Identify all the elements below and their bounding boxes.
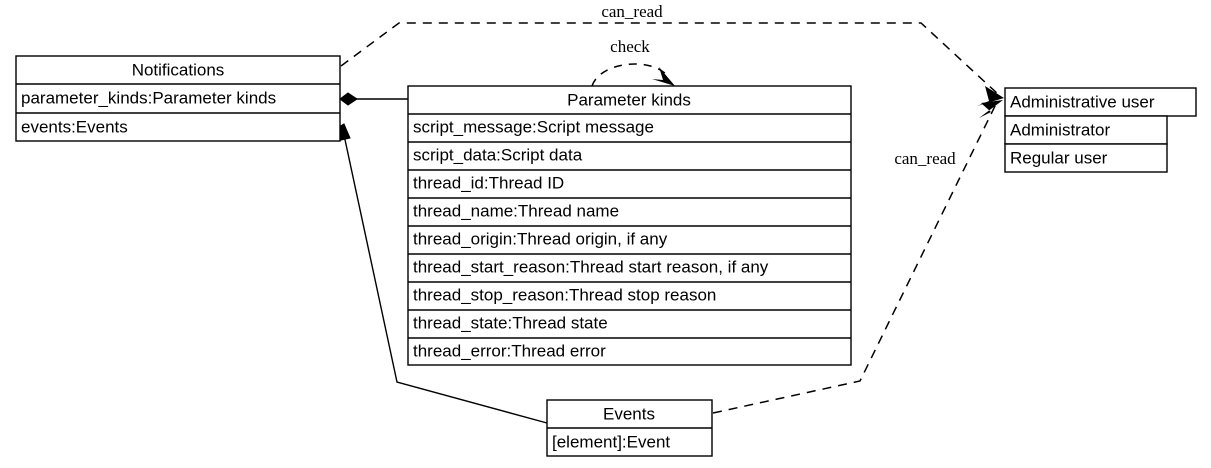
arrowhead-icon <box>977 86 1004 106</box>
class-title-parameter-kinds: Parameter kinds <box>567 90 691 109</box>
class-box-administrative-user[interactable]: Administrative user Administrator Regula… <box>1004 87 1197 173</box>
edge-can-read-top-line <box>340 22 1000 96</box>
class-attribute: parameter_kinds:Parameter kinds <box>21 88 276 107</box>
edge-composition-line-events <box>343 134 548 424</box>
class-box-notifications[interactable]: Notifications parameter_kinds:Parameter … <box>15 55 341 142</box>
edge-label-can-read-right: can_read <box>894 149 956 168</box>
class-attribute: thread_error:Thread error <box>413 341 606 360</box>
edge-label-check: check <box>610 37 650 56</box>
edge-check-arc <box>591 63 669 87</box>
class-box-administrative-user-row <box>1004 143 1168 173</box>
edge-can-read-right-line <box>712 103 997 414</box>
class-attribute: thread_start_reason:Thread start reason,… <box>413 257 769 276</box>
arrowhead-icon <box>652 67 675 86</box>
edge-notifications-owns-parameter-kinds[interactable] <box>339 92 408 106</box>
class-attribute: thread_state:Thread state <box>413 313 608 332</box>
class-title-notifications: Notifications <box>132 60 225 79</box>
class-attribute: thread_name:Thread name <box>413 201 619 220</box>
edge-events-can-read-administrative-user[interactable]: can_read <box>712 100 1003 414</box>
class-attribute: script_data:Script data <box>413 145 583 164</box>
class-attribute: [element]:Event <box>552 432 670 451</box>
arrowhead-icon <box>979 100 1003 118</box>
class-attribute: thread_stop_reason:Thread stop reason <box>413 285 716 304</box>
class-box-notifications-frame <box>15 55 341 142</box>
class-attribute: events:Events <box>21 117 128 136</box>
edge-parameter-kinds-check-self-loop[interactable]: check <box>591 37 675 87</box>
class-box-administrative-user-row <box>1004 115 1168 145</box>
edge-notifications-can-read-administrative-user[interactable]: can_read <box>340 2 1004 106</box>
class-attribute: thread_origin:Thread origin, if any <box>413 229 668 248</box>
edge-label-can-read-top: can_read <box>601 2 663 21</box>
class-box-parameter-kinds[interactable]: Parameter kinds script_message:Script me… <box>407 85 852 366</box>
class-attribute: script_message:Script message <box>413 117 654 136</box>
filled-diamond-icon <box>339 92 358 106</box>
class-attribute: thread_id:Thread ID <box>413 173 564 192</box>
class-title-administrative-user: Administrative user <box>1010 92 1155 111</box>
class-box-events[interactable]: Events [element]:Event <box>546 399 713 457</box>
class-title-events: Events <box>603 404 655 423</box>
class-attribute: Regular user <box>1010 148 1108 167</box>
class-attribute: Administrator <box>1010 120 1110 139</box>
